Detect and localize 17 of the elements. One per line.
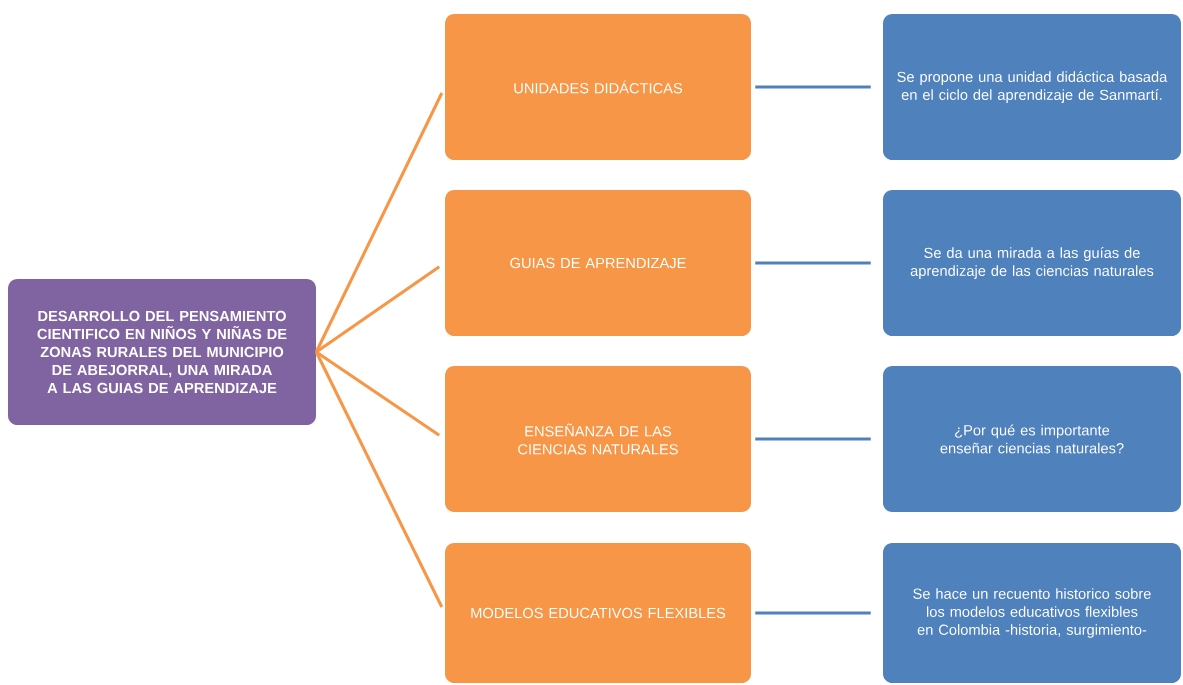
description-box: Se hace un recuento historico sobre los modelos educativos flexibles en Colombia -historia, surgimiento- <box>883 543 1181 683</box>
connector-line <box>755 85 871 89</box>
connector-line <box>314 351 444 608</box>
category-box: ENSEÑANZA DE LAS CIENCIAS NATURALES <box>445 366 751 512</box>
description-box: Se propone una unidad didáctica basada en el ciclo del aprendizaje de Sanmartí. <box>883 14 1181 160</box>
connector-line <box>755 611 871 615</box>
connector-line <box>755 437 871 441</box>
category-box: UNIDADES DIDÁCTICAS <box>445 14 751 160</box>
topic-box: DESARROLLO DEL PENSAMIENTO CIENTIFICO EN NIÑOS Y NIÑAS DE ZONAS RURALES DEL MUNICIPIO DE ABEJORRAL, UNA MIRADA A LAS GUIAS DE APRENDIZAJE <box>8 279 316 425</box>
description-box: ¿Por qué es importante enseñar ciencias naturales? <box>883 366 1181 512</box>
connector-line <box>314 92 444 353</box>
connector-line <box>755 261 871 265</box>
description-box: Se da una mirada a las guías de aprendizaje de las ciencias naturales <box>883 190 1181 336</box>
connector-line <box>315 265 441 354</box>
connector-line <box>315 350 441 437</box>
category-box: GUIAS DE APRENDIZAJE <box>445 190 751 336</box>
category-box: MODELOS EDUCATIVOS FLEXIBLES <box>445 543 751 683</box>
